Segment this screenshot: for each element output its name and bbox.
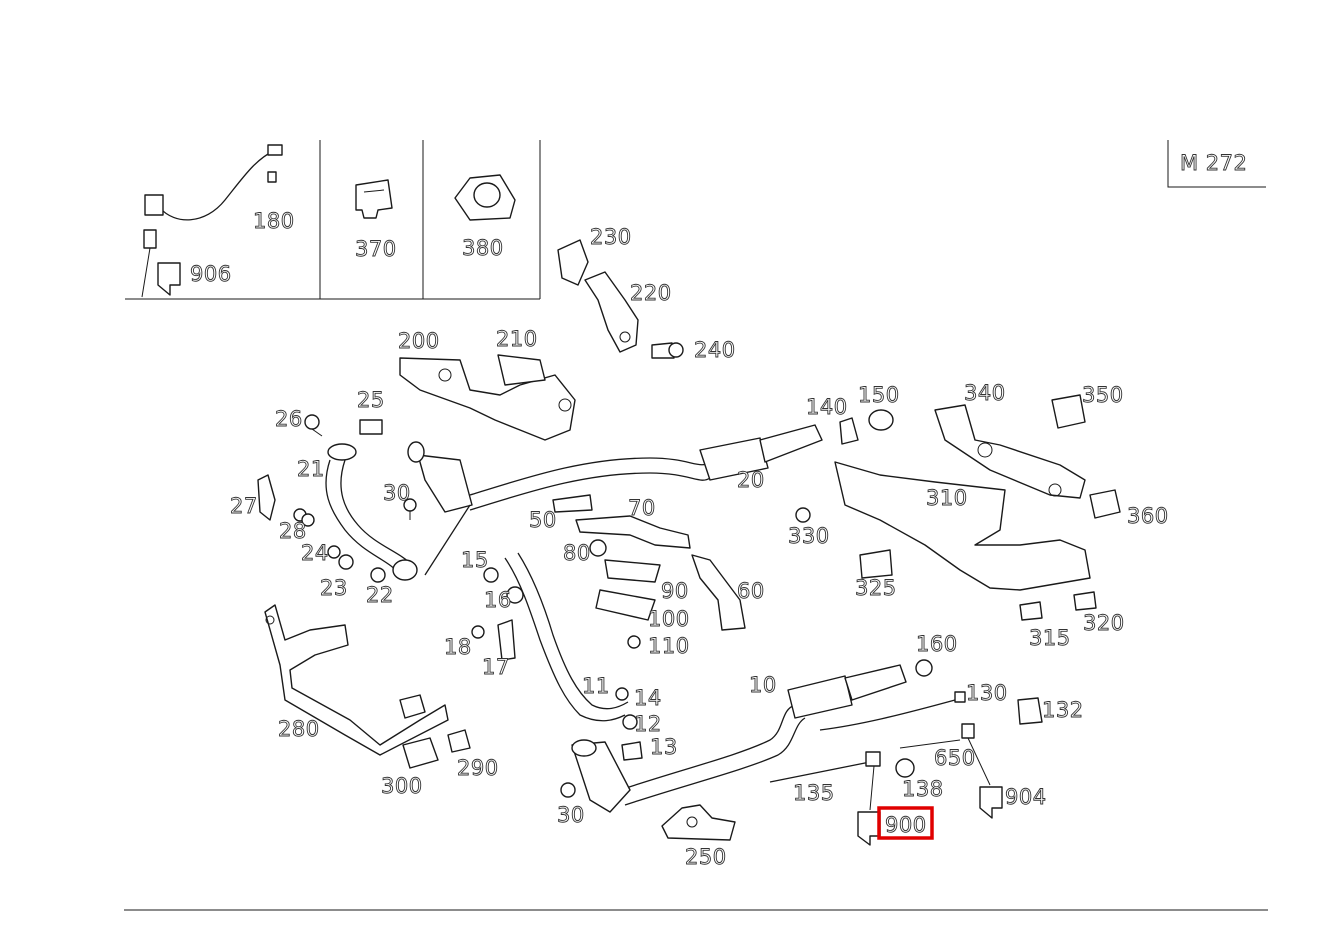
part-label-22[interactable]: 22 bbox=[366, 583, 394, 608]
pipe-11 bbox=[471, 552, 643, 761]
bracket-280 bbox=[264, 604, 449, 756]
part-label-24[interactable]: 24 bbox=[301, 541, 329, 566]
part-label-100[interactable]: 100 bbox=[648, 607, 690, 632]
part-label-360[interactable]: 360 bbox=[1127, 504, 1169, 529]
oxygen-sensor-180 bbox=[141, 144, 283, 298]
part-label-200[interactable]: 200 bbox=[398, 329, 440, 354]
part-label-280[interactable]: 280 bbox=[278, 717, 320, 742]
part-label-320[interactable]: 320 bbox=[1083, 611, 1125, 636]
part-label-60[interactable]: 60 bbox=[737, 579, 765, 604]
clips-290-300 bbox=[402, 729, 471, 769]
part-label-80[interactable]: 80 bbox=[563, 541, 591, 566]
part-label-23[interactable]: 23 bbox=[320, 576, 348, 601]
clamp-380 bbox=[454, 174, 516, 221]
bracket-group-200-210 bbox=[399, 354, 576, 441]
part-label-70[interactable]: 70 bbox=[628, 496, 656, 521]
part-label-26[interactable]: 26 bbox=[275, 407, 303, 432]
part-label-135[interactable]: 135 bbox=[793, 781, 835, 806]
part-label-140[interactable]: 140 bbox=[806, 395, 848, 420]
part-label-350[interactable]: 350 bbox=[1082, 383, 1124, 408]
part-label-310[interactable]: 310 bbox=[926, 486, 968, 511]
part-label-130[interactable]: 130 bbox=[966, 681, 1008, 706]
bracket-370 bbox=[355, 179, 393, 219]
center-brackets bbox=[552, 494, 746, 649]
part-label-27[interactable]: 27 bbox=[230, 494, 258, 519]
part-label-21[interactable]: 21 bbox=[297, 457, 325, 482]
part-label-315[interactable]: 315 bbox=[1029, 626, 1071, 651]
part-label-110[interactable]: 110 bbox=[648, 634, 690, 659]
part-label-380[interactable]: 380 bbox=[462, 236, 504, 261]
part-label-330[interactable]: 330 bbox=[788, 524, 830, 549]
part-label-90[interactable]: 90 bbox=[661, 579, 689, 604]
part-label-325[interactable]: 325 bbox=[855, 576, 897, 601]
part-label-340[interactable]: 340 bbox=[964, 381, 1006, 406]
part-label-28[interactable]: 28 bbox=[279, 519, 307, 544]
part-label-14[interactable]: 14 bbox=[634, 686, 662, 711]
bracket-group-220-230 bbox=[557, 239, 684, 359]
fasteners-left bbox=[257, 414, 417, 583]
engine-code-box: M 272 bbox=[1167, 140, 1266, 188]
part-label-150[interactable]: 150 bbox=[858, 383, 900, 408]
highlight-box bbox=[877, 806, 934, 840]
part-label-904[interactable]: 904 bbox=[1005, 785, 1047, 810]
part-label-290[interactable]: 290 bbox=[457, 756, 499, 781]
part-label-20[interactable]: 20 bbox=[737, 468, 765, 493]
part-label-50[interactable]: 50 bbox=[529, 508, 557, 533]
part-label-220[interactable]: 220 bbox=[630, 281, 672, 306]
engine-code: M 272 bbox=[1180, 151, 1247, 175]
part-label-210[interactable]: 210 bbox=[496, 327, 538, 352]
part-label-12[interactable]: 12 bbox=[634, 712, 662, 737]
part-label-138[interactable]: 138 bbox=[902, 777, 944, 802]
part-label-370[interactable]: 370 bbox=[355, 237, 397, 262]
part-label-160[interactable]: 160 bbox=[916, 632, 958, 657]
part-label-300[interactable]: 300 bbox=[381, 774, 423, 799]
part-label-30a[interactable]: 30 bbox=[383, 481, 411, 506]
part-label-16[interactable]: 16 bbox=[484, 588, 512, 613]
part-label-650[interactable]: 650 bbox=[934, 746, 976, 771]
hanger-250 bbox=[661, 804, 736, 841]
part-label-240[interactable]: 240 bbox=[694, 338, 736, 363]
exhaust-pipe-20 bbox=[407, 424, 823, 513]
front-pipe-21 bbox=[325, 419, 471, 581]
part-label-17[interactable]: 17 bbox=[482, 655, 510, 680]
part-label-132[interactable]: 132 bbox=[1042, 698, 1084, 723]
part-label-10[interactable]: 10 bbox=[749, 673, 777, 698]
right-bracket-assembly bbox=[795, 394, 1121, 621]
inset-panels bbox=[125, 140, 541, 300]
sensors-lower bbox=[769, 691, 1043, 846]
part-label-250[interactable]: 250 bbox=[685, 845, 727, 870]
part-label-230[interactable]: 230 bbox=[590, 225, 632, 250]
part-label-906[interactable]: 906 bbox=[190, 262, 232, 287]
part-label-30b[interactable]: 30 bbox=[557, 803, 585, 828]
part-label-15[interactable]: 15 bbox=[461, 548, 489, 573]
part-labels: 180 906 370 380 230 220 240 200 210 25 2… bbox=[190, 209, 1169, 870]
part-label-900[interactable]: 900 bbox=[885, 813, 927, 838]
part-label-18[interactable]: 18 bbox=[444, 635, 472, 660]
part-label-180[interactable]: 180 bbox=[253, 209, 295, 234]
part-label-11[interactable]: 11 bbox=[582, 674, 610, 699]
exhaust-pipe-10 bbox=[560, 659, 933, 813]
part-label-13[interactable]: 13 bbox=[650, 735, 678, 760]
part-label-25[interactable]: 25 bbox=[357, 388, 385, 413]
